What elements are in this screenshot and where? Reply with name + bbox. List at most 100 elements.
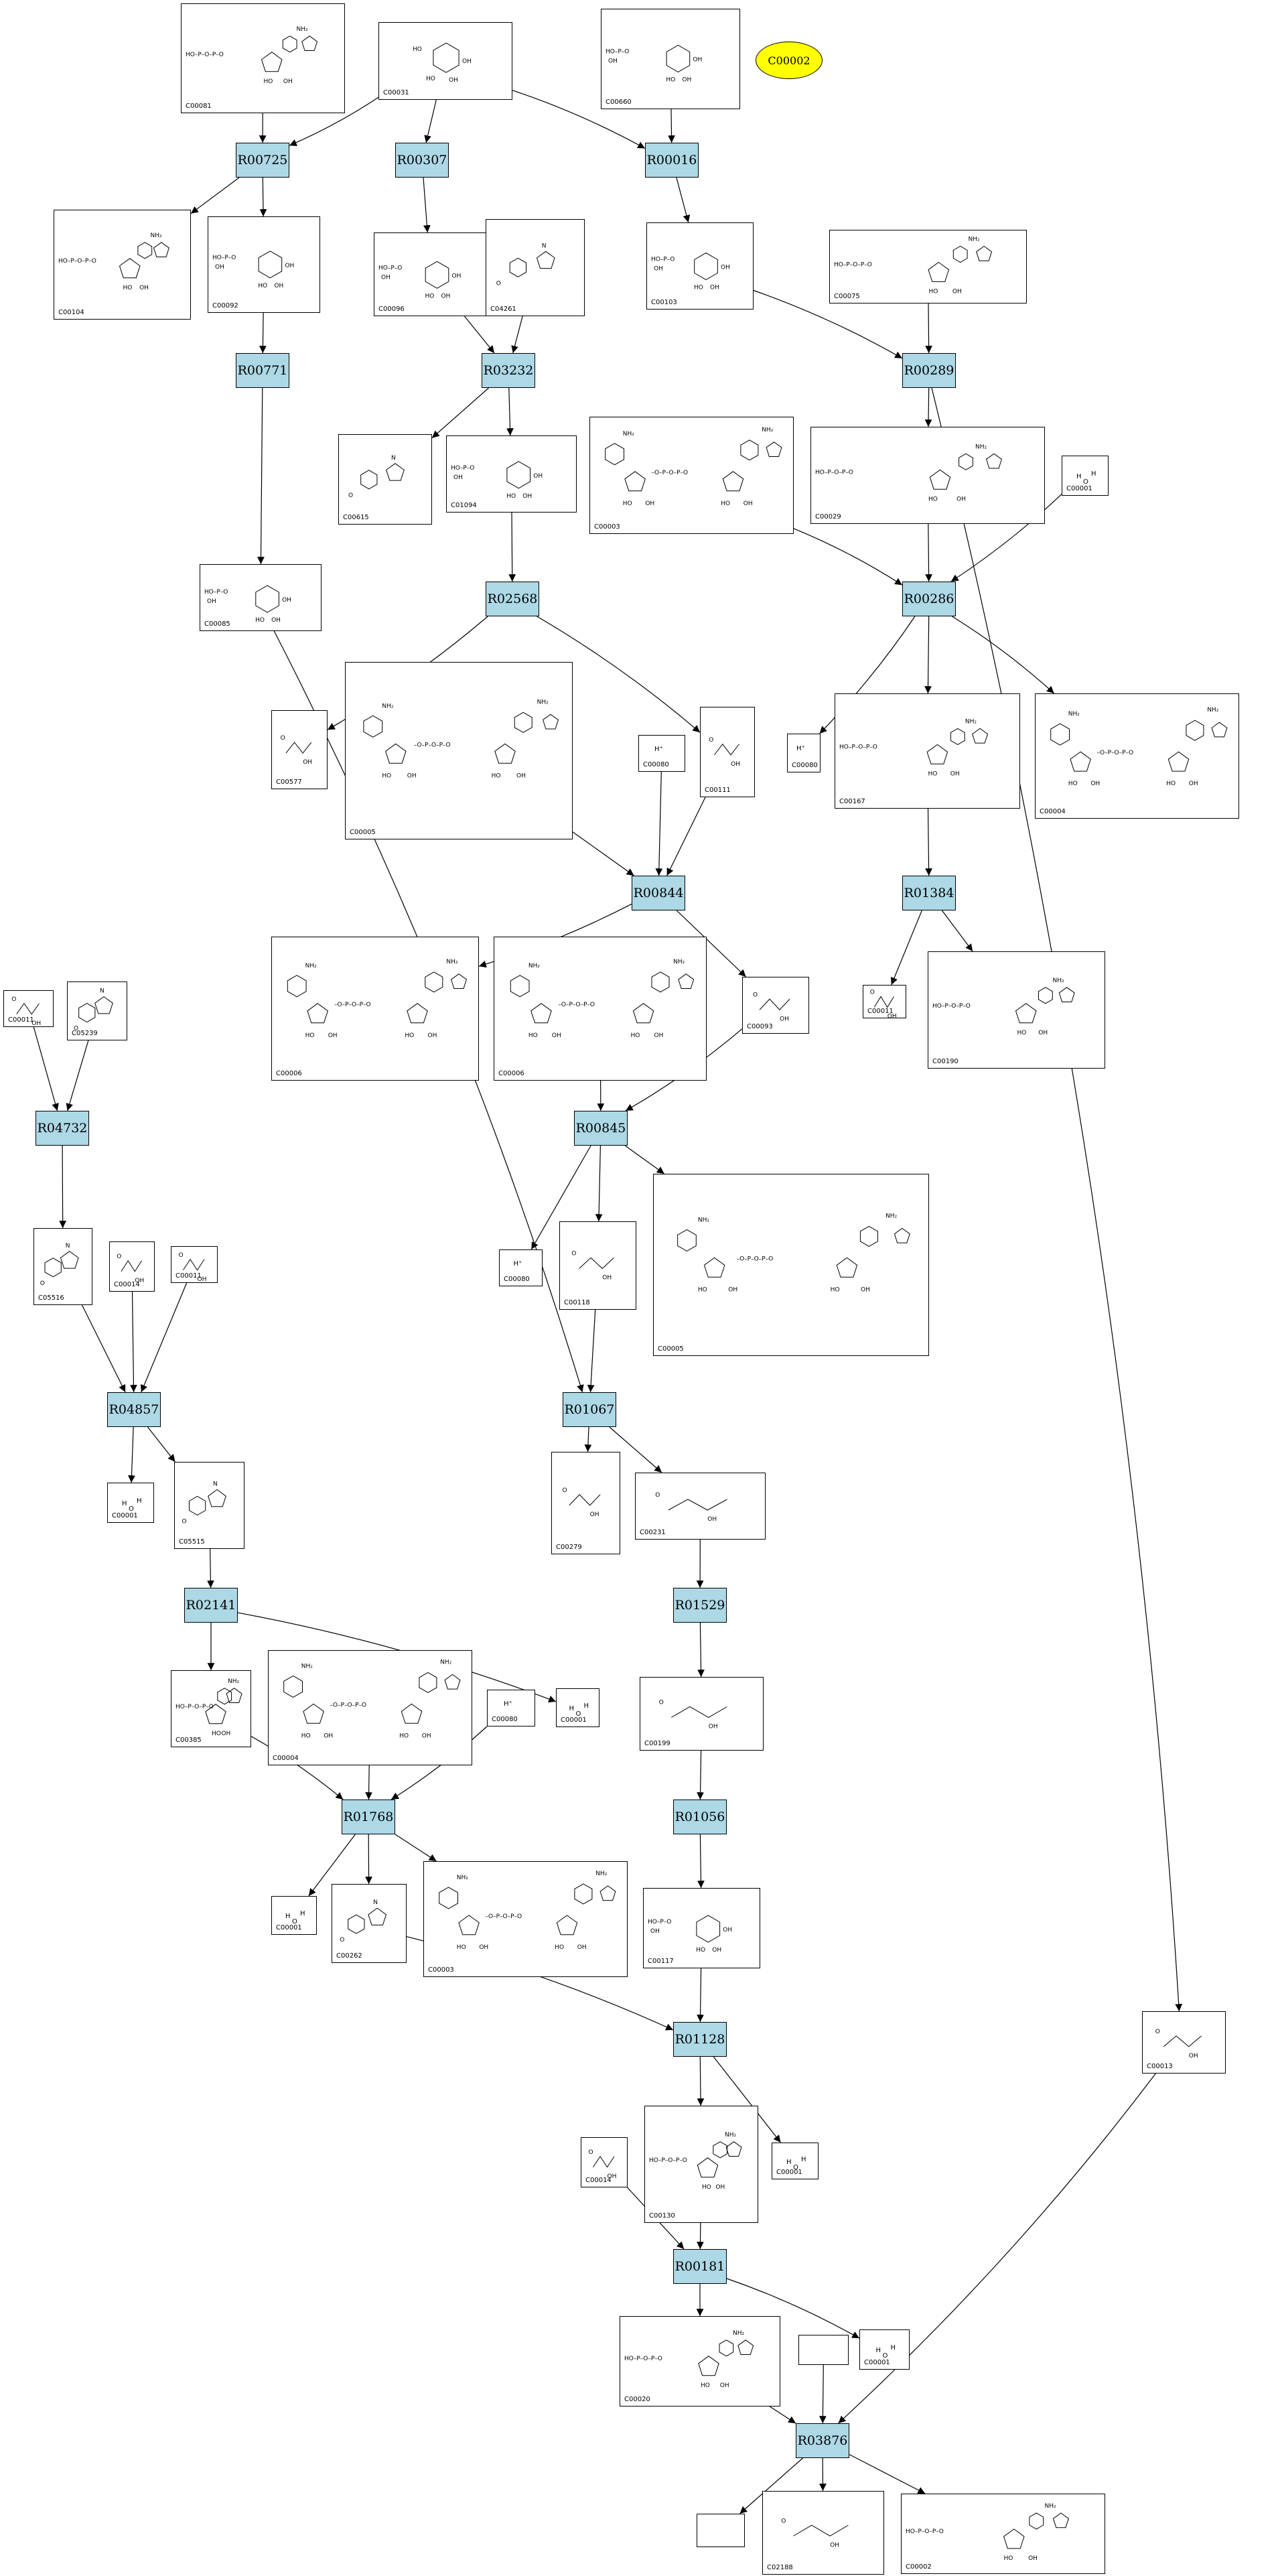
- reaction-node-r01529[interactable]: R01529: [673, 1588, 727, 1623]
- compound-node-c00080[interactable]: H⁺C00080: [499, 1249, 543, 1286]
- reaction-node-r02141[interactable]: R02141: [184, 1588, 238, 1623]
- svg-text:HO: HO: [1068, 781, 1078, 787]
- compound-node-unlabeled[interactable]: [798, 2335, 849, 2365]
- compound-id-label: C00577: [276, 778, 302, 786]
- svg-text:OH: OH: [441, 293, 451, 299]
- reaction-node-r01128[interactable]: R01128: [673, 2022, 727, 2057]
- reaction-node-r00845[interactable]: R00845: [574, 1111, 628, 1146]
- reaction-node-r03232[interactable]: R03232: [482, 353, 535, 388]
- compound-id-label: C00262: [336, 1952, 362, 1960]
- reaction-node-r00844[interactable]: R00844: [632, 876, 685, 910]
- edge-arrow: [512, 90, 646, 149]
- reaction-node-r00286[interactable]: R00286: [902, 582, 956, 616]
- svg-text:HO: HO: [399, 1733, 409, 1739]
- reaction-node-r04857[interactable]: R04857: [107, 1392, 161, 1427]
- reaction-node-r02568[interactable]: R02568: [486, 582, 539, 616]
- svg-text:O: O: [576, 1710, 581, 1718]
- reaction-node-r01056[interactable]: R01056: [673, 1800, 727, 1834]
- svg-text:HO: HO: [698, 1286, 707, 1293]
- structure-drawing: OOH: [281, 735, 312, 766]
- svg-text:O: O: [589, 2149, 593, 2156]
- reaction-node-r01384[interactable]: R01384: [902, 876, 956, 910]
- edge-arrow: [713, 2056, 781, 2143]
- svg-text:O: O: [348, 492, 353, 499]
- compound-node-unlabeled[interactable]: [697, 2514, 745, 2547]
- reaction-node-r00307[interactable]: R00307: [395, 143, 449, 178]
- reaction-node-r01768[interactable]: R01768: [342, 1800, 395, 1834]
- reaction-node-r00771[interactable]: R00771: [236, 353, 289, 388]
- compound-node-c00080[interactable]: H⁺C00080: [787, 734, 821, 772]
- reaction-node-r00289[interactable]: R00289: [902, 353, 956, 388]
- svg-text:OH: OH: [1038, 1030, 1048, 1036]
- reaction-node-r04732[interactable]: R04732: [36, 1111, 89, 1146]
- reaction-node-r00725[interactable]: R00725: [236, 143, 289, 178]
- compound-id-label: C00104: [58, 309, 84, 316]
- compound-node-c00080[interactable]: H⁺C00080: [487, 1690, 535, 1726]
- compound-id-label: C00081: [186, 103, 212, 110]
- edge-arrow: [511, 316, 523, 354]
- structure-drawing: HOH: [569, 1702, 589, 1718]
- svg-text:N: N: [100, 988, 104, 995]
- reaction-node-r03876[interactable]: R03876: [796, 2423, 849, 2458]
- reaction-node-r00181[interactable]: R00181: [673, 2249, 727, 2284]
- compound-node-c00080[interactable]: H⁺C00080: [638, 735, 685, 772]
- reaction-node-r00016[interactable]: R00016: [645, 143, 699, 178]
- reaction-node-r01067[interactable]: R01067: [563, 1392, 616, 1427]
- structure-drawing: HOH: [122, 1497, 142, 1513]
